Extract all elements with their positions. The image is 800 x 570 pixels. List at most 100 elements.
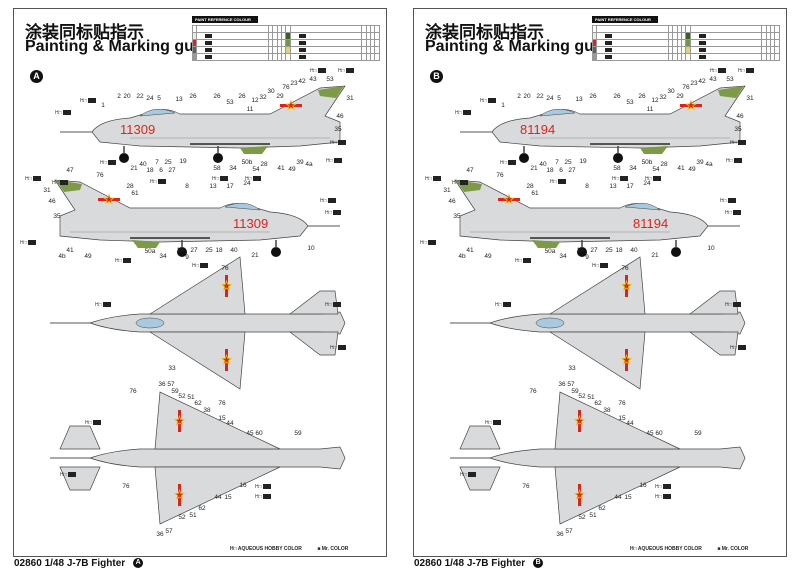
callout-number: 25 <box>605 247 613 254</box>
callout-number: 43 <box>709 76 717 83</box>
callout-number: 6 <box>159 167 163 174</box>
callout-number: 38 <box>603 407 611 414</box>
paint-chip: H□ <box>310 68 326 74</box>
callout-number: 36 <box>558 381 566 388</box>
callout-number: 62 <box>598 505 606 512</box>
svg-text:H□: H□ <box>452 180 459 186</box>
callout-number: 18 <box>546 167 554 174</box>
paint-table-cell <box>685 53 691 61</box>
callout-number: 26 <box>638 93 646 100</box>
svg-text:H□: H□ <box>310 68 317 74</box>
kit-info: 02860 1/48 J-7B Fighter <box>414 558 526 569</box>
page-variant-b: 涂装同标贴指示 Painting & Marking guide PAINT R… <box>400 0 800 570</box>
svg-text:H□: H□ <box>455 110 462 116</box>
paint-chip: H□ <box>645 176 661 182</box>
callout-number: 17 <box>226 183 234 190</box>
callout-number: 18 <box>215 247 223 254</box>
svg-text:H□: H□ <box>425 176 432 182</box>
callout-number: 76 <box>682 84 690 91</box>
callout-number: 22 <box>536 93 544 100</box>
callout-number: 47 <box>466 167 474 174</box>
paint-chip: H□ <box>592 263 608 269</box>
callout-number: 41 <box>66 247 74 254</box>
svg-text:H□: H□ <box>420 240 427 246</box>
callout-number: 52 <box>578 393 586 400</box>
callout-number: 7 <box>155 159 159 166</box>
callout-number: 10 <box>307 245 315 252</box>
callout-number: 35 <box>334 126 342 133</box>
callout-number: 51 <box>189 512 197 519</box>
callout-number: 62 <box>594 400 602 407</box>
paint-chip: H□ <box>725 210 741 216</box>
paint-chip: H□ <box>25 176 41 182</box>
paint-chip: H□ <box>325 302 341 308</box>
serial-number: 11309 <box>120 122 155 137</box>
callout-number: 34 <box>559 253 567 260</box>
callout-number: 22 <box>136 93 144 100</box>
paint-table-cell <box>285 53 291 61</box>
callout-number: 76 <box>129 388 137 395</box>
callout-number: 32 <box>659 94 667 101</box>
callout-number: 8 <box>585 183 589 190</box>
callout-number: 20 <box>523 93 531 100</box>
title-chinese: 涂装同标贴指示 <box>25 23 144 43</box>
svg-text:H□: H□ <box>80 98 87 104</box>
callout-number: 16 <box>639 482 647 489</box>
callout-number: 50a <box>545 248 556 255</box>
callout-number: 62 <box>194 400 202 407</box>
callout-number: 60 <box>255 430 263 437</box>
callout-number: 36 <box>556 531 564 538</box>
svg-text:H□: H□ <box>150 179 157 185</box>
callout-number: 62 <box>198 505 206 512</box>
callout-number: 24 <box>243 180 251 187</box>
paint-chip: H□ <box>730 140 746 146</box>
variant-badge-footer: B <box>533 558 544 569</box>
paint-table-cell <box>369 53 376 61</box>
svg-text:H□: H□ <box>320 198 327 204</box>
paint-chip: H□ <box>212 176 228 182</box>
callout-number: 61 <box>131 190 139 197</box>
callout-number: 23 <box>690 80 698 87</box>
callout-number: 44 <box>214 494 222 501</box>
callout-number: 49 <box>688 166 696 173</box>
callout-number: 76 <box>282 84 290 91</box>
callout-number: 15 <box>618 415 626 422</box>
callout-number: 36 <box>158 381 166 388</box>
callout-number: 24 <box>546 95 554 102</box>
callout-number: 60 <box>655 430 663 437</box>
svg-text:H□: H□ <box>245 176 252 182</box>
legend-mr-color: ■ Mr. COLOR <box>317 546 349 552</box>
callout-number: 41 <box>677 165 685 172</box>
paint-chip: H□ <box>455 110 471 116</box>
callout-number: 41 <box>466 247 474 254</box>
callout-number: 30 <box>667 88 675 95</box>
callout-number: 54 <box>652 166 660 173</box>
callout-number: 53 <box>326 76 334 83</box>
svg-text:H□: H□ <box>720 198 727 204</box>
callout-number: 32 <box>259 94 267 101</box>
svg-text:H□: H□ <box>738 68 745 74</box>
paint-chip: H□ <box>425 176 441 182</box>
svg-text:H□: H□ <box>655 484 662 490</box>
paint-chip: H□ <box>710 68 726 74</box>
callout-number: 6 <box>559 167 563 174</box>
top-view-aircraft <box>450 256 746 390</box>
callout-number: 42 <box>298 78 306 85</box>
callout-number: 19 <box>176 247 184 254</box>
callout-number: 26 <box>589 93 597 100</box>
paint-chip: H□ <box>80 98 96 104</box>
callout-number: 15 <box>224 494 232 501</box>
callout-number: 35 <box>734 126 742 133</box>
paint-chip: H□ <box>100 160 116 166</box>
callout-number: 27 <box>590 247 598 254</box>
title-english: Painting & Marking guide <box>25 38 218 55</box>
svg-text:H□: H□ <box>325 210 332 216</box>
callout-number: 1 <box>501 102 505 109</box>
callout-number: 27 <box>190 247 198 254</box>
callout-number: 39 <box>296 159 304 166</box>
callout-number: 25 <box>564 159 572 166</box>
callout-number: 53 <box>726 76 734 83</box>
callout-number: 4b <box>58 253 66 260</box>
paint-chip: H□ <box>460 472 476 478</box>
